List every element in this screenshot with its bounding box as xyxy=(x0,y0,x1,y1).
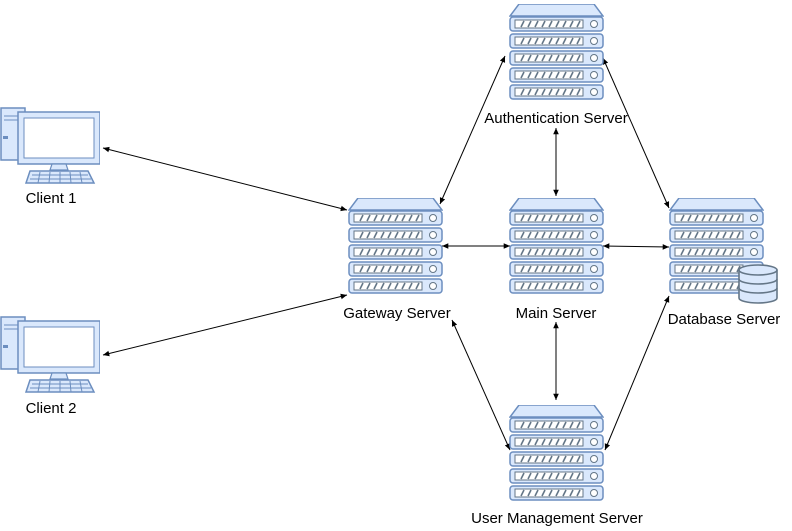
client1-computer-icon[interactable] xyxy=(0,107,100,184)
client1-label: Client 1 xyxy=(25,190,77,207)
edge-auth-database xyxy=(602,57,670,209)
edge-client2-gateway xyxy=(102,293,348,357)
usermgmt-server-label: User Management Server xyxy=(471,510,643,527)
main-server-label: Main Server xyxy=(515,305,597,322)
auth-server-label: Authentication Server xyxy=(484,110,628,127)
usermgmt-server-icon[interactable] xyxy=(510,405,603,500)
database-server-label: Database Server xyxy=(667,311,781,328)
client2-label: Client 2 xyxy=(25,400,77,417)
gateway-server-label: Gateway Server xyxy=(343,305,451,322)
edge-gateway-auth xyxy=(439,55,506,205)
client2-computer-icon[interactable] xyxy=(0,316,100,393)
database-cylinder-icon xyxy=(738,264,778,304)
connection-lines xyxy=(102,55,670,451)
edge-main-database xyxy=(602,243,670,250)
auth-server-icon[interactable] xyxy=(510,4,603,99)
main-server-icon[interactable] xyxy=(510,198,603,293)
edge-gateway-usermgmt xyxy=(451,319,511,451)
edge-usermgmt-database xyxy=(604,295,670,451)
edge-client1-gateway xyxy=(102,146,348,212)
gateway-server-icon[interactable] xyxy=(349,198,442,293)
